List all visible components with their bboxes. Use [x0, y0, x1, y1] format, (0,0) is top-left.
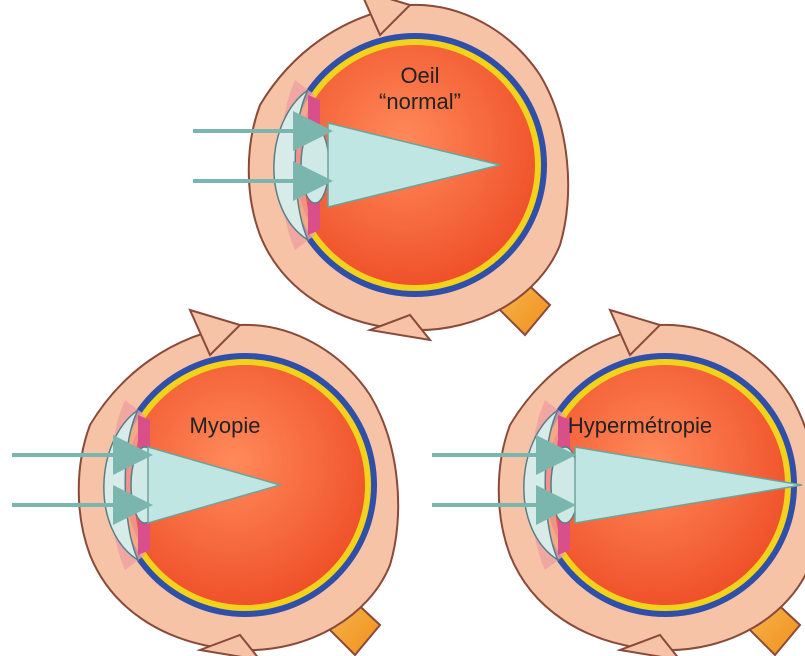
label-normal-line1: Oeil	[400, 63, 439, 88]
eye-normal: Oeil “normal”	[249, 0, 568, 340]
eye-hyperopia: Hypermétropie	[499, 310, 805, 656]
label-myopia: Myopie	[190, 413, 261, 438]
label-hyperopia: Hypermétropie	[568, 413, 712, 438]
eye-myopia: Myopie	[79, 310, 398, 656]
label-normal-line2: “normal”	[379, 89, 461, 114]
